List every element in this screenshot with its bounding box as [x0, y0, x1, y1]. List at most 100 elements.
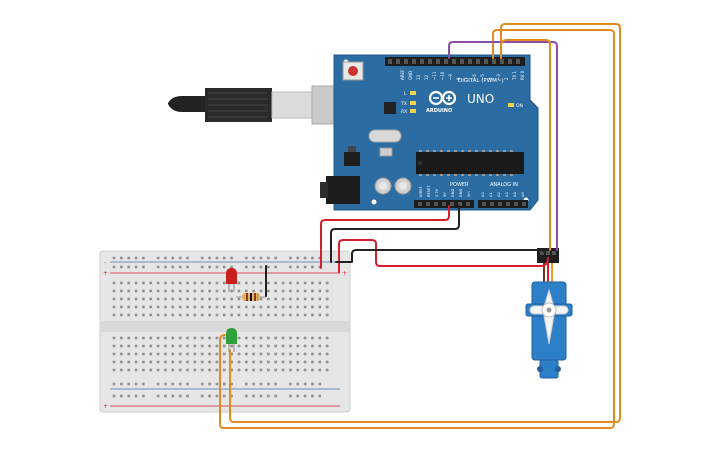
rail-hole — [311, 394, 314, 398]
terminal-hole — [186, 297, 189, 301]
red-led — [226, 268, 237, 292]
terminal-hole — [171, 313, 175, 317]
terminal-hole — [215, 368, 219, 372]
rail-hole — [230, 265, 233, 269]
power-pin-5v: 5V — [443, 192, 447, 197]
terminal-hole — [193, 352, 197, 356]
rail-hole — [208, 394, 211, 398]
terminal-hole — [186, 281, 189, 285]
terminal-hole — [222, 352, 226, 356]
rail-plus-label-bottom: + — [103, 403, 108, 410]
pin-label-4: 4 — [488, 77, 493, 80]
power-pin-reset: RESET — [427, 185, 431, 197]
rail-hole — [215, 256, 219, 260]
terminal-hole — [281, 368, 285, 372]
rail-hole — [156, 382, 160, 386]
terminal-hole — [318, 344, 322, 348]
terminal-hole — [208, 305, 211, 309]
terminal-hole — [325, 360, 329, 364]
terminal-hole — [267, 313, 270, 317]
reset-button-cap — [348, 66, 358, 76]
terminal-hole — [134, 281, 138, 285]
terminal-hole — [208, 352, 211, 356]
rail-hole — [296, 265, 300, 269]
terminal-hole — [134, 368, 138, 372]
terminal-hole — [112, 344, 116, 348]
rail-hole — [142, 394, 145, 398]
wire-red-servo-power — [338, 239, 549, 273]
rail-hole — [296, 382, 300, 386]
pin-label-3: ~3 — [496, 74, 501, 80]
rail-hole — [289, 265, 292, 269]
terminal-hole — [281, 289, 285, 293]
dc-barrel-jack — [326, 176, 360, 204]
terminal-hole — [127, 281, 130, 285]
terminal-hole — [252, 336, 255, 340]
rail-hole — [164, 394, 167, 398]
terminal-hole — [281, 281, 285, 285]
terminal-hole — [171, 352, 175, 356]
terminal-hole — [215, 360, 219, 364]
terminal-hole — [296, 305, 300, 309]
terminal-hole — [245, 344, 248, 348]
rail-hole — [267, 256, 270, 260]
terminal-hole — [112, 297, 116, 301]
rail-hole — [171, 394, 175, 398]
rail-hole — [142, 265, 145, 269]
rail-hole — [171, 256, 175, 260]
rail-hole — [120, 265, 123, 269]
terminal-hole — [281, 352, 285, 356]
terminal-hole — [156, 313, 160, 317]
terminal-hole — [120, 297, 123, 301]
terminal-hole — [142, 281, 145, 285]
terminal-hole — [303, 360, 307, 364]
terminal-hole — [252, 313, 255, 317]
rail-hole — [222, 394, 226, 398]
rail-hole — [311, 256, 314, 260]
terminal-hole — [296, 368, 300, 372]
rail-hole — [127, 382, 130, 386]
rail-hole — [156, 265, 160, 269]
rail-hole — [303, 265, 307, 269]
rail-hole — [222, 256, 226, 260]
terminal-hole — [112, 281, 116, 285]
on-label: ON — [516, 103, 523, 109]
terminal-hole — [193, 289, 197, 293]
terminal-hole — [222, 297, 226, 301]
terminal-hole — [311, 368, 314, 372]
terminal-hole — [178, 368, 182, 372]
terminal-hole — [259, 305, 263, 309]
terminal-hole — [178, 289, 182, 293]
analog-header — [478, 200, 528, 208]
terminal-hole — [200, 281, 204, 285]
analog-pin-a3: A3 — [505, 192, 509, 197]
terminal-hole — [186, 352, 189, 356]
rail-hole — [259, 256, 263, 260]
terminal-hole — [252, 289, 255, 293]
terminal-hole — [112, 360, 116, 364]
rail-hole — [303, 382, 307, 386]
rail-hole — [112, 256, 116, 260]
terminal-hole — [208, 297, 211, 301]
terminal-hole — [112, 336, 116, 340]
rail-hole — [318, 265, 322, 269]
terminal-hole — [200, 360, 204, 364]
terminal-hole — [193, 360, 197, 364]
terminal-hole — [274, 368, 277, 372]
terminal-hole — [325, 352, 329, 356]
terminal-hole — [178, 305, 182, 309]
rail-plus-label-left: + — [103, 270, 108, 277]
pin-label-gnd: GND — [408, 71, 413, 80]
pin-label-0: RX 0 — [520, 70, 525, 80]
rail-hole — [208, 256, 211, 260]
terminal-hole — [237, 344, 241, 348]
rail-hole — [230, 382, 233, 386]
terminal-hole — [274, 360, 277, 364]
terminal-hole — [134, 352, 138, 356]
terminal-hole — [318, 360, 322, 364]
terminal-hole — [289, 352, 292, 356]
terminal-hole — [222, 336, 226, 340]
red-led-body — [226, 268, 237, 284]
terminal-hole — [149, 360, 153, 364]
